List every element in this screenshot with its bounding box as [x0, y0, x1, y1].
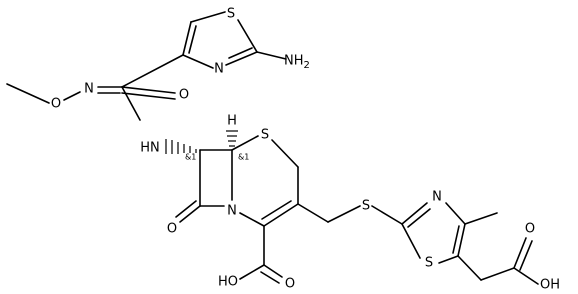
bonds [6, 11, 539, 285]
bond [407, 208, 431, 228]
acid-hydroxyl-label: HO [218, 275, 238, 290]
oxime-oxygen-label: O [51, 97, 61, 112]
thioether-sulfur-label: S [362, 199, 370, 214]
bond [121, 92, 176, 100]
bond [327, 205, 361, 223]
bridgehead-hydrogen-label: H [227, 114, 237, 129]
bond [121, 86, 176, 94]
bond [401, 202, 428, 225]
amine-label: NH2 [284, 54, 310, 71]
bond [256, 51, 287, 60]
amide-oxygen-label: O [179, 88, 189, 103]
bond [457, 223, 466, 257]
amide-nh-label: HN [140, 141, 160, 156]
stereo-label-c7: &1 [185, 153, 196, 162]
bond [513, 267, 539, 285]
bond [63, 91, 81, 101]
bond [239, 264, 265, 280]
amine-subscript: 2 [304, 60, 310, 71]
thiazole2-sulfur-label: S [425, 256, 433, 271]
bond [452, 225, 460, 254]
thiazole2-nitrogen-label: N [432, 190, 442, 205]
bond [179, 205, 201, 223]
acid-oxygen-label: O [285, 277, 295, 292]
bond [261, 200, 292, 220]
bond [271, 139, 299, 168]
bond [263, 203, 299, 227]
thiazole-nitrogen-label: N [214, 62, 224, 77]
bond [182, 54, 214, 69]
bond [519, 240, 533, 271]
bond [121, 54, 184, 88]
bond [480, 267, 515, 281]
stereo-label-c6: &1 [238, 153, 249, 162]
oxime-nitrogen-label: N [84, 82, 94, 97]
bond [464, 212, 498, 225]
bond [263, 264, 283, 278]
bond [371, 205, 403, 225]
bond [188, 25, 197, 54]
bond [175, 200, 197, 218]
bond [260, 271, 280, 284]
bond [237, 19, 258, 53]
thiazole-sulfur-label: S [227, 7, 235, 22]
bond [182, 21, 192, 56]
bond [228, 47, 253, 59]
bond [438, 255, 459, 264]
bond [231, 135, 259, 151]
bond [445, 202, 466, 225]
bond [513, 237, 527, 269]
side-acid-hydroxyl-label: OH [540, 278, 560, 293]
bond [401, 223, 421, 259]
bond [190, 11, 226, 23]
side-acid-oxygen-label: O [525, 222, 535, 237]
lactam-oxygen-label: O [167, 222, 177, 237]
bond [6, 83, 50, 104]
bond [225, 51, 258, 66]
ring-sulfur-label: S [261, 128, 269, 143]
atom-labels: NH2 S N N O O HN &1 &1 H S N O S N S O H… [51, 7, 560, 293]
bond [297, 203, 329, 223]
bond [239, 212, 265, 227]
bond [121, 86, 141, 121]
lactam-nitrogen-label: N [227, 204, 237, 219]
stereo-bonds [165, 130, 238, 154]
bond [457, 255, 482, 281]
